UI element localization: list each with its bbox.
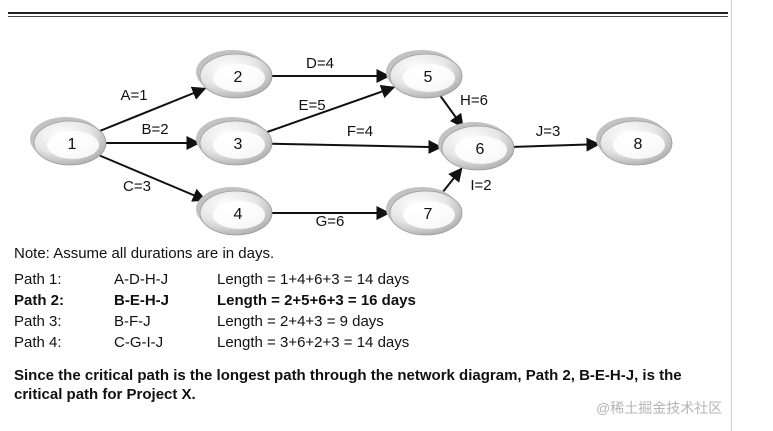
edge-7-6 xyxy=(441,167,463,194)
node-label: 5 xyxy=(424,69,433,86)
path-name: Path 1: xyxy=(14,271,62,288)
node-label: 7 xyxy=(424,206,433,223)
network-diagram: 1 2 3 4 5 6 7 8 A=1B=2C=3 D=4E=5F=4G=6 H=6I=2 J=3 xyxy=(30,50,673,236)
edge-3-5 xyxy=(266,84,396,133)
edge-3-6 xyxy=(271,139,443,154)
edge-1-4 xyxy=(99,154,207,202)
edge-1-2 xyxy=(99,86,207,132)
conclusion-text: Since the critical path is the longest p… xyxy=(14,367,682,403)
path-name: Path 4: xyxy=(14,334,62,351)
path-sequence: A-D-H-J xyxy=(114,271,169,288)
top-rule xyxy=(8,12,728,17)
path-length: Length = 2+5+6+3 = 16 days xyxy=(217,292,416,309)
right-border xyxy=(731,0,732,431)
note-text: Note: Assume all durations are in days. xyxy=(14,245,275,262)
node-label: 6 xyxy=(476,141,485,158)
edge-label-i: I=2 xyxy=(470,177,491,194)
node-label: 3 xyxy=(234,136,243,153)
path-sequence: C-G-I-J xyxy=(114,334,164,351)
path-sequence: B-E-H-J xyxy=(114,292,169,309)
node-label: 1 xyxy=(68,136,77,153)
edge-label-g: G=6 xyxy=(316,213,345,230)
path-length: Length = 1+4+6+3 = 14 days xyxy=(217,271,410,288)
path-length: Length = 2+4+3 = 9 days xyxy=(217,313,384,330)
path-length: Length = 3+6+2+3 = 14 days xyxy=(217,334,410,351)
node-4: 4 xyxy=(196,187,273,236)
edge-label-j: J=3 xyxy=(536,123,561,140)
edge-label-b: B=2 xyxy=(141,121,168,138)
edge-label-c: C=3 xyxy=(123,178,151,195)
node-label: 8 xyxy=(634,136,643,153)
node-5: 5 xyxy=(386,50,463,99)
edge-label-a: A=1 xyxy=(120,87,147,104)
path-name: Path 2: xyxy=(14,292,65,309)
edge-6-8 xyxy=(513,137,601,152)
node-2: 2 xyxy=(196,50,273,99)
node-7: 7 xyxy=(386,187,463,236)
node-1: 1 xyxy=(30,117,107,166)
edge-label-d: D=4 xyxy=(306,55,334,72)
node-label: 2 xyxy=(234,69,243,86)
edge-label-e: E=5 xyxy=(298,97,325,114)
edge-label-f: F=4 xyxy=(347,123,373,140)
path-name: Path 3: xyxy=(14,313,62,330)
edge-5-6 xyxy=(439,95,464,129)
path-sequence: B-F-J xyxy=(114,313,151,330)
node-3: 3 xyxy=(196,117,273,166)
watermark: @稀土掘金技术社区 xyxy=(596,400,723,416)
node-6: 6 xyxy=(438,122,515,171)
node-label: 4 xyxy=(234,206,243,223)
node-8: 8 xyxy=(596,117,673,166)
edge-label-h: H=6 xyxy=(460,92,488,109)
